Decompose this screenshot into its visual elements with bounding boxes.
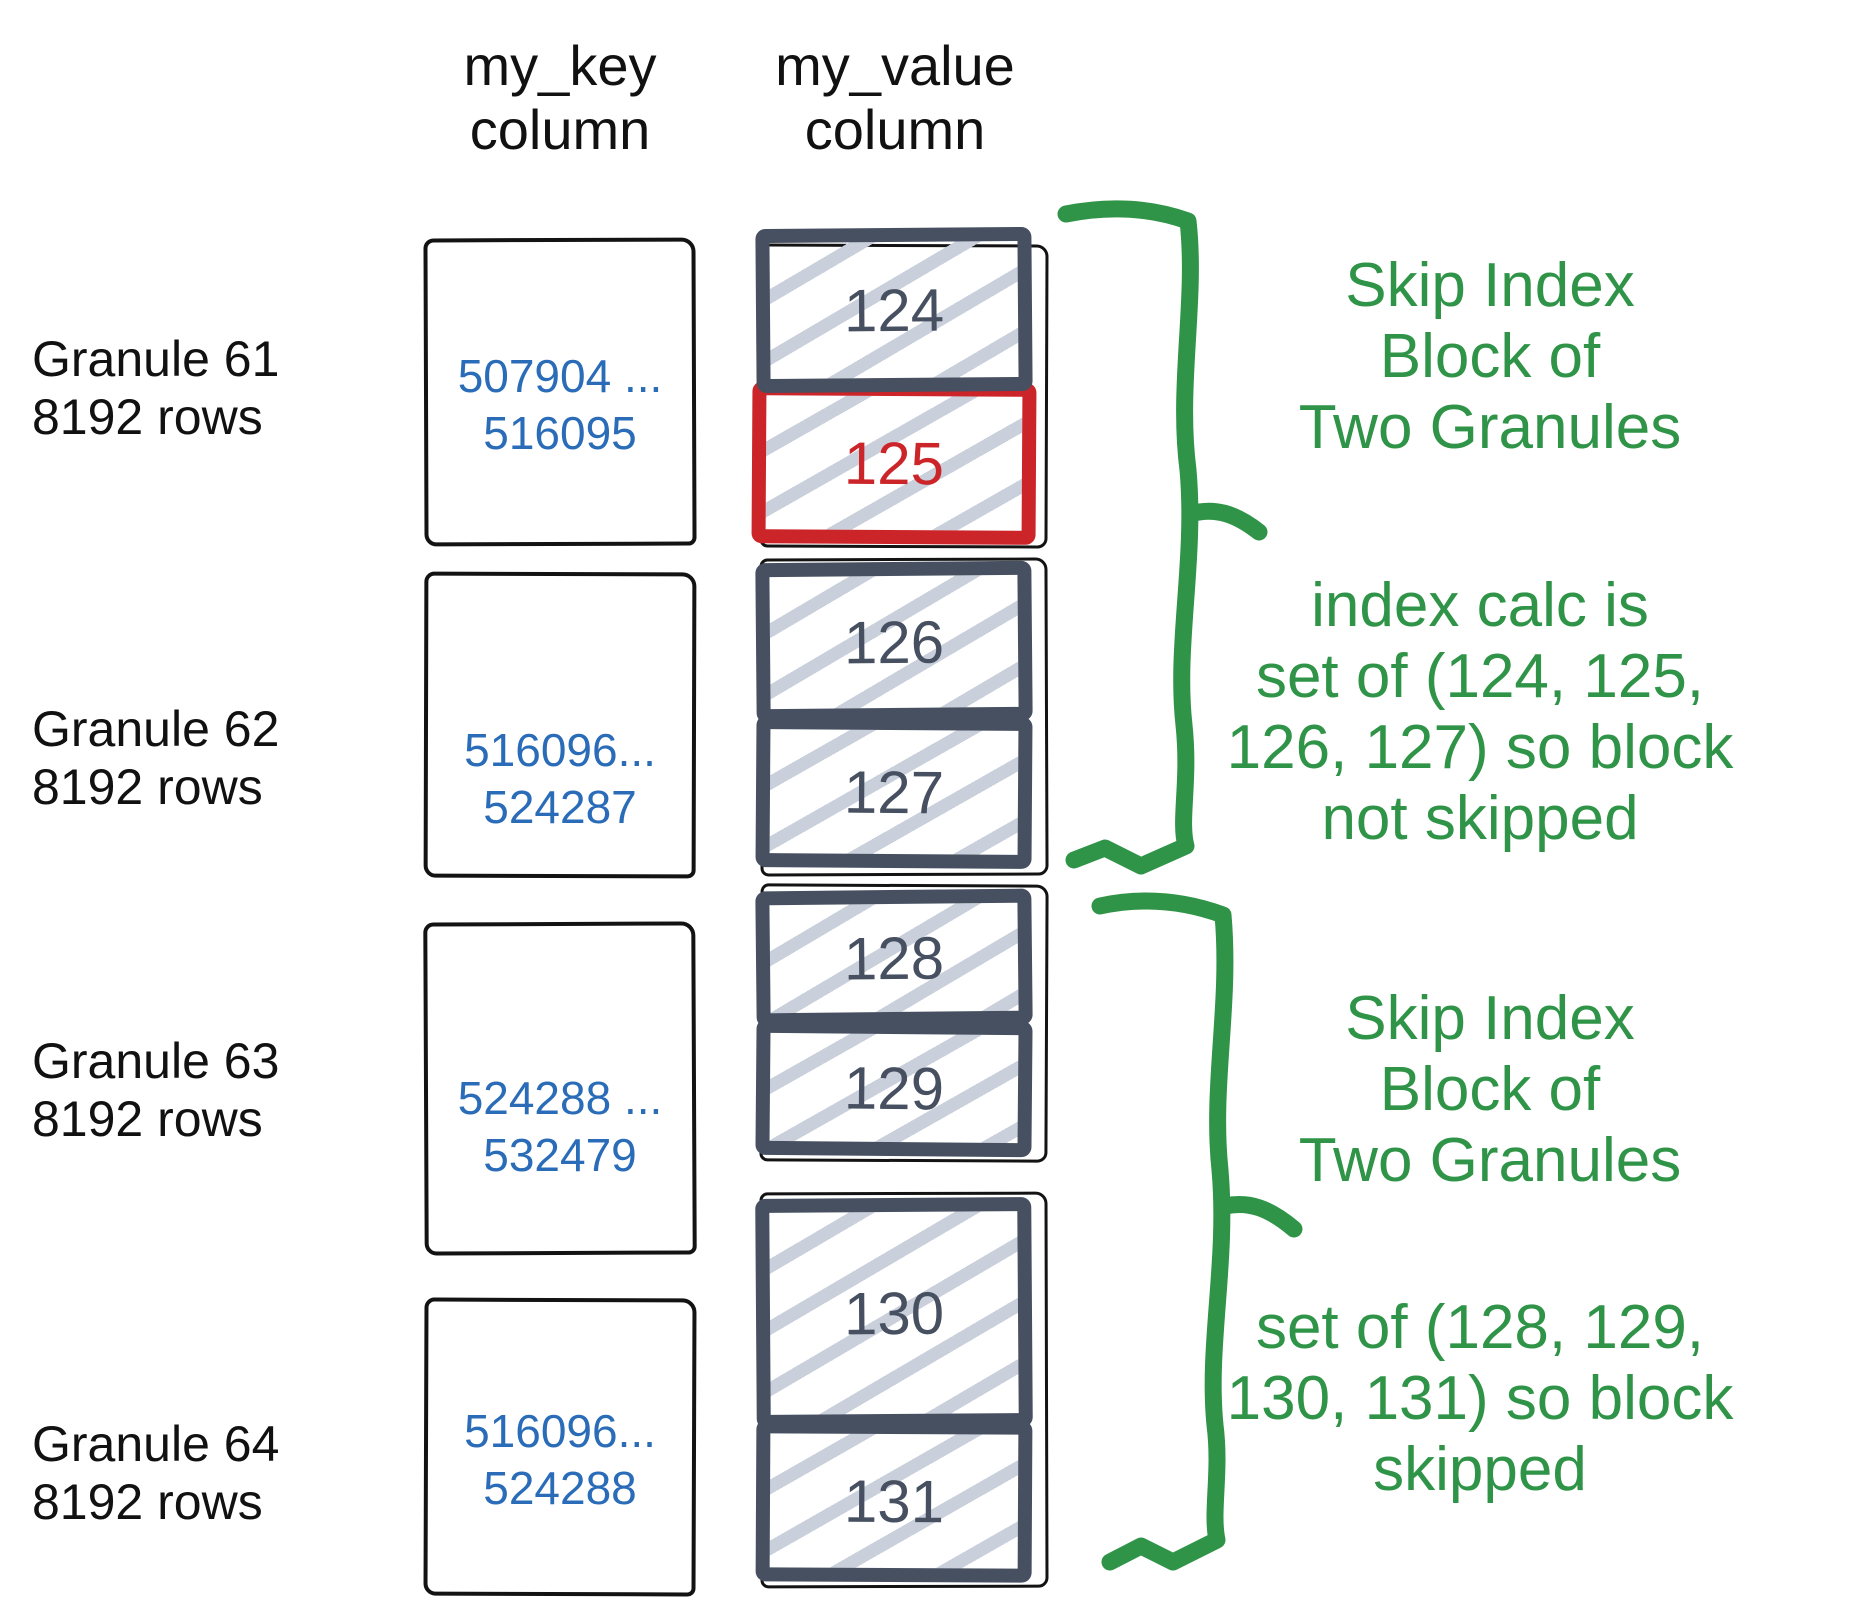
skip-block-bracket-1-tick xyxy=(1181,502,1268,541)
annotation-2-line-3: 126, 127) so block xyxy=(1226,713,1734,782)
annotation-skip-block-1: Skip Index Block of Two Granules xyxy=(1150,250,1830,463)
value-block-128-number: 128 xyxy=(843,923,945,993)
value-block-126: 126 xyxy=(755,560,1033,724)
annotation-4-line-3: skipped xyxy=(1373,1435,1587,1504)
annotation-1-line-1: Skip Index xyxy=(1345,251,1635,320)
key-range-granule-61: 507904 ... 516095 xyxy=(424,348,696,462)
value-block-130: 130 xyxy=(755,1197,1033,1429)
annotation-2-line-2: set of (124, 125, xyxy=(1255,642,1705,711)
my-key-header-line2: column xyxy=(469,98,651,161)
granule-64-name: Granule 64 xyxy=(32,1416,280,1472)
granule-61-name: Granule 61 xyxy=(32,331,280,387)
annotation-2-line-4: not skipped xyxy=(1321,784,1639,853)
key-max-granule-63: 532479 xyxy=(483,1129,637,1181)
key-min-granule-64: 516096... xyxy=(464,1405,656,1457)
my-value-header-line1: my_value xyxy=(775,34,1015,97)
skip-block-bracket-2-tick xyxy=(1216,1195,1303,1238)
granule-64-rows: 8192 rows xyxy=(32,1474,263,1530)
key-range-granule-64: 516096... 524288 xyxy=(424,1403,696,1517)
key-min-granule-62: 516096... xyxy=(464,724,656,776)
granule-61-rows: 8192 rows xyxy=(32,389,263,445)
annotation-skip-block-2: Skip Index Block of Two Granules xyxy=(1150,983,1830,1196)
annotation-3-line-2: Block of xyxy=(1379,1055,1601,1124)
value-block-131: 131 xyxy=(755,1419,1033,1583)
annotation-3-line-3: Two Granules xyxy=(1298,1126,1682,1195)
granule-63-label: Granule 63 8192 rows xyxy=(32,1032,342,1148)
value-block-126-number: 126 xyxy=(843,608,945,676)
value-block-124: 124 xyxy=(755,226,1033,394)
annotation-1-line-3: Two Granules xyxy=(1298,393,1682,462)
annotation-4-line-2: 130, 131) so block xyxy=(1226,1364,1734,1433)
my-key-header-line1: my_key xyxy=(463,34,657,97)
annotation-1-line-2: Block of xyxy=(1379,322,1601,391)
value-block-129: 129 xyxy=(755,1018,1033,1158)
key-max-granule-61: 516095 xyxy=(483,407,637,459)
value-block-125: 125 xyxy=(751,381,1037,545)
granule-62-name: Granule 62 xyxy=(32,701,280,757)
value-block-131-number: 131 xyxy=(843,1467,945,1535)
value-block-130-number: 130 xyxy=(843,1279,945,1347)
my-value-header-line2: column xyxy=(804,98,986,161)
value-block-129-number: 129 xyxy=(843,1054,945,1122)
value-block-128: 128 xyxy=(755,888,1033,1028)
value-block-124-number: 124 xyxy=(843,276,945,344)
my-key-column-header: my_key column xyxy=(400,34,720,162)
annotation-index-calc-not-skipped: index calc is set of (124, 125, 126, 127… xyxy=(1100,570,1859,854)
granule-63-name: Granule 63 xyxy=(32,1033,280,1089)
annotation-3-line-1: Skip Index xyxy=(1345,984,1635,1053)
key-max-granule-62: 524287 xyxy=(483,781,637,833)
my-value-column-header: my_value column xyxy=(730,34,1060,162)
granule-61-label: Granule 61 8192 rows xyxy=(32,330,342,446)
annotation-4-line-1: set of (128, 129, xyxy=(1255,1293,1705,1362)
key-max-granule-64: 524288 xyxy=(483,1462,637,1514)
value-block-127-number: 127 xyxy=(843,758,945,826)
granule-62-rows: 8192 rows xyxy=(32,759,263,815)
key-min-granule-63: 524288 ... xyxy=(457,1072,663,1124)
granule-62-label: Granule 62 8192 rows xyxy=(32,700,342,816)
key-range-granule-62: 516096... 524287 xyxy=(424,722,696,836)
annotation-set-skipped: set of (128, 129, 130, 131) so block ski… xyxy=(1100,1292,1859,1505)
key-range-granule-63: 524288 ... 532479 xyxy=(424,1070,696,1184)
key-min-granule-61: 507904 ... xyxy=(457,350,663,402)
granule-64-label: Granule 64 8192 rows xyxy=(32,1415,342,1531)
value-block-127: 127 xyxy=(755,715,1033,869)
granule-63-rows: 8192 rows xyxy=(32,1091,263,1147)
value-block-125-number: 125 xyxy=(843,429,945,497)
annotation-2-line-1: index calc is xyxy=(1311,571,1649,640)
